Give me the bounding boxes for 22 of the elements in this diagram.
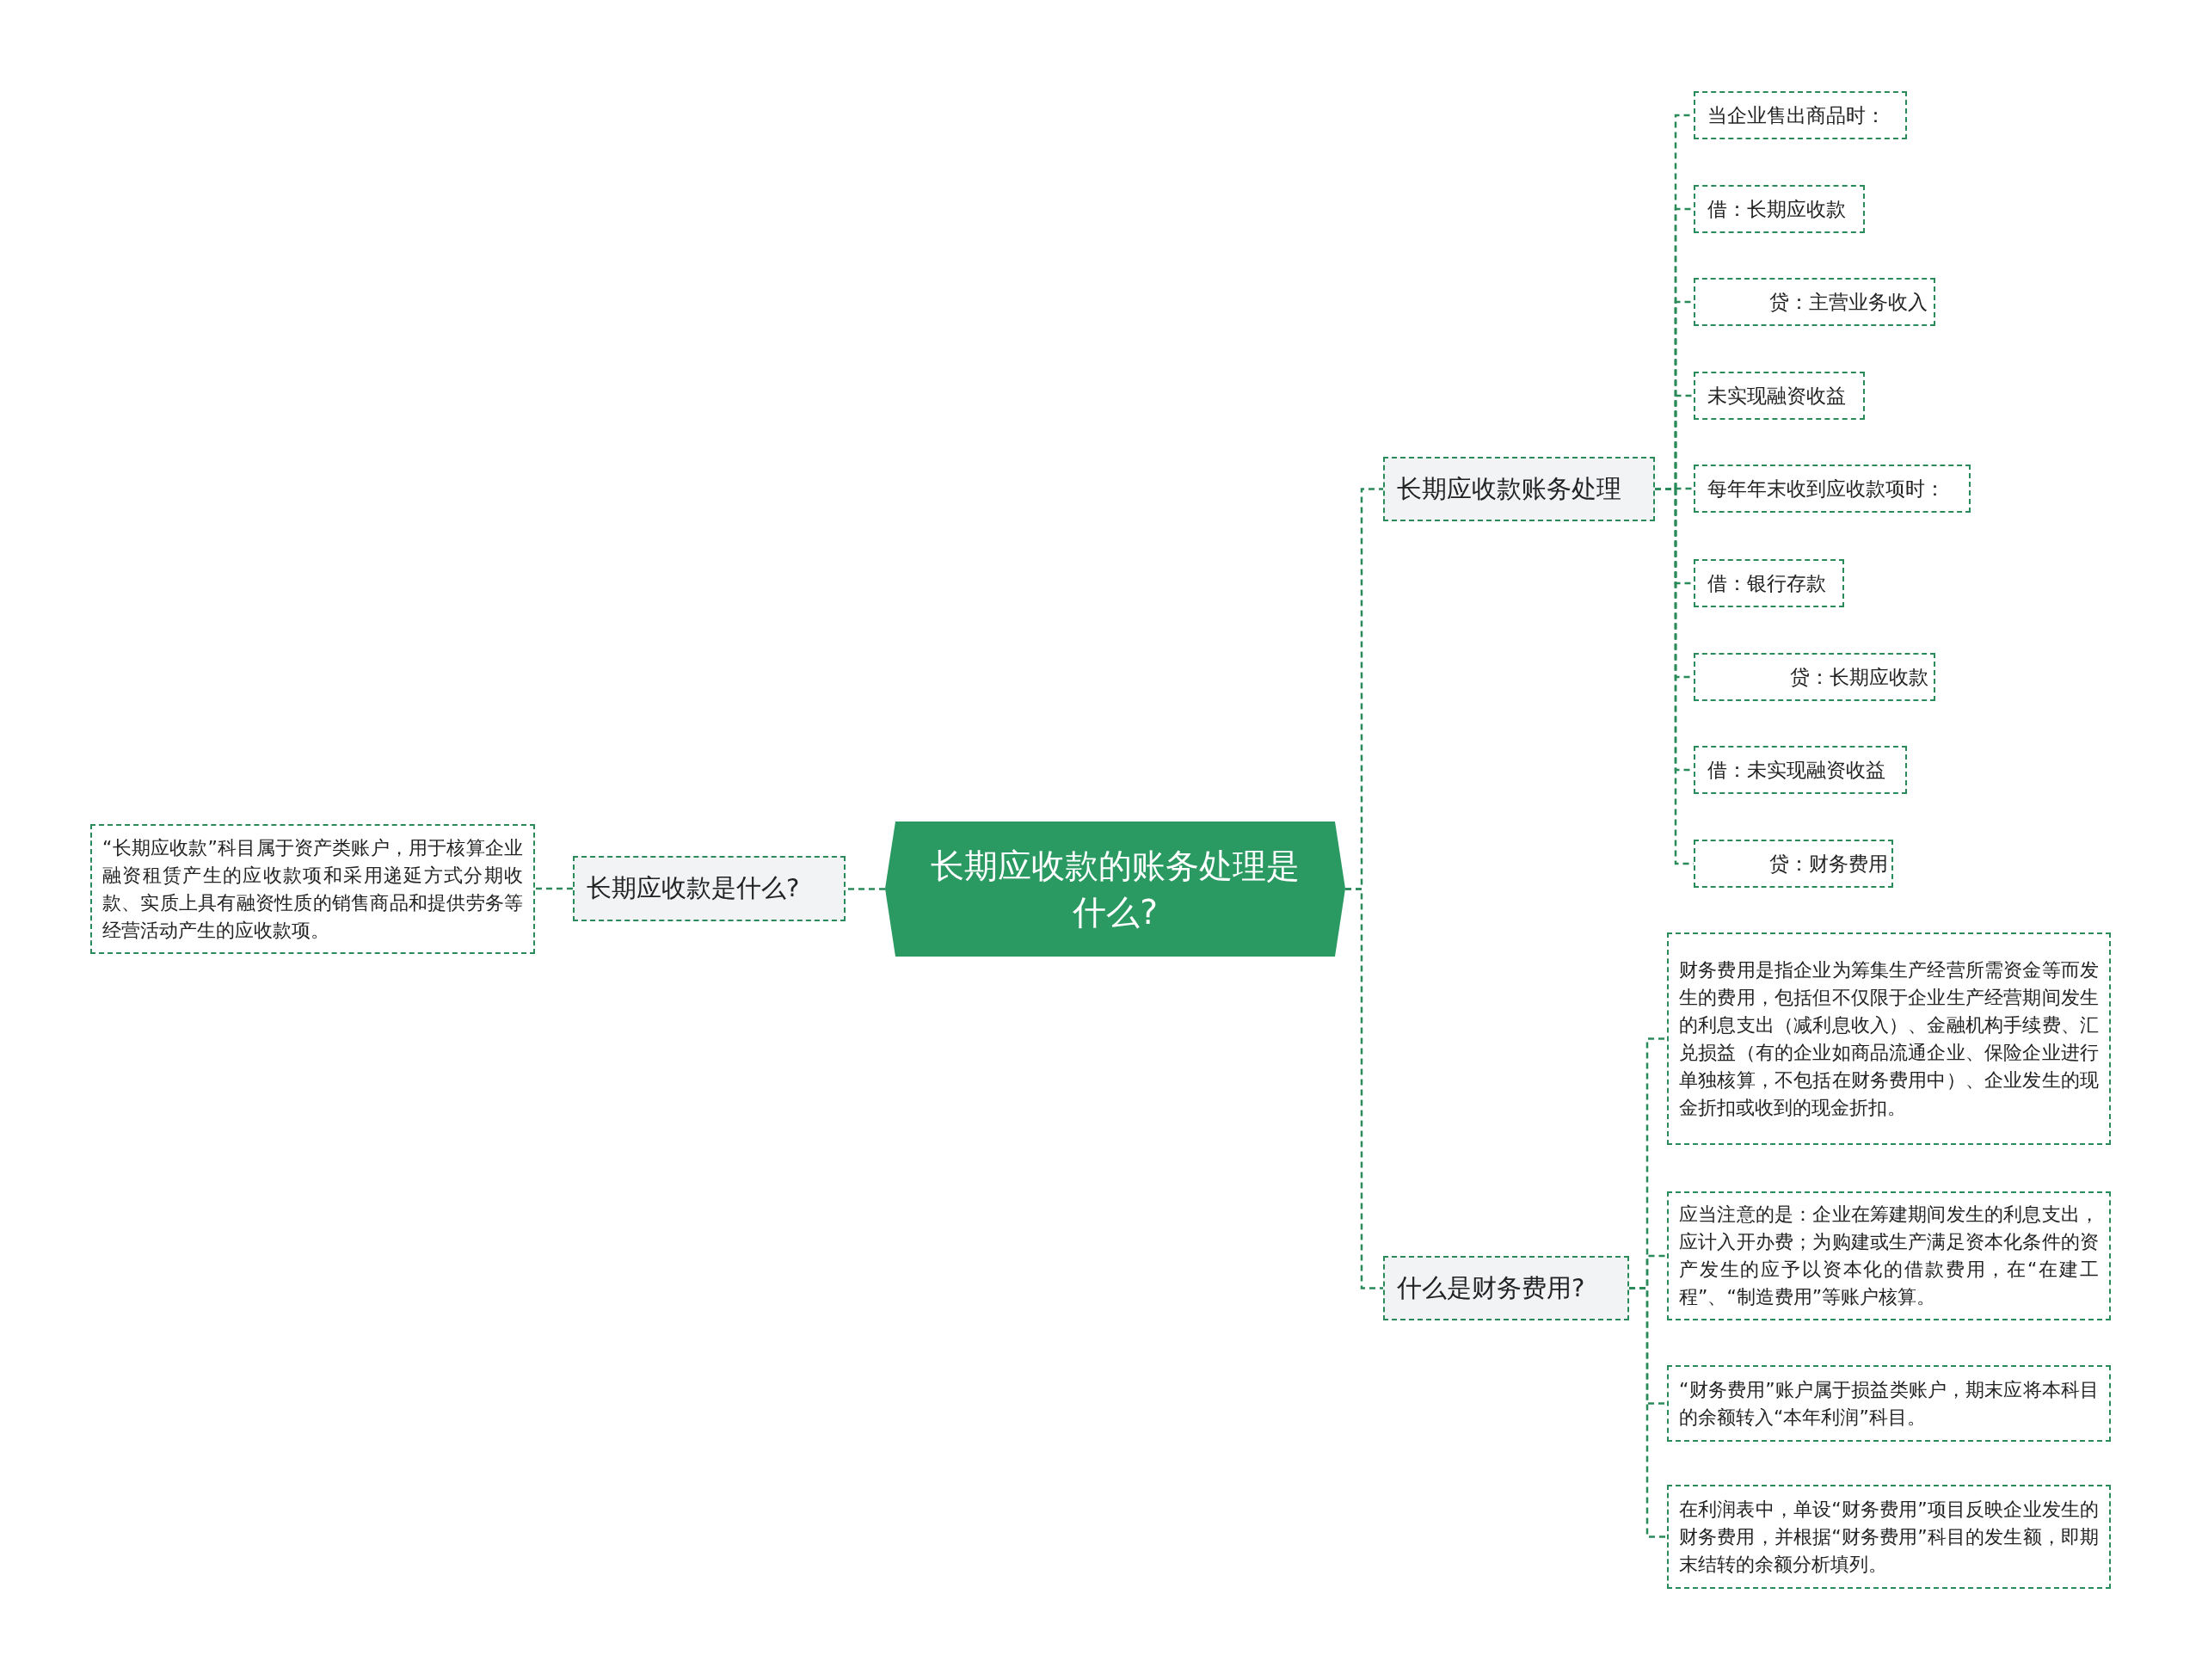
topic-box: 长期应收款是什么? <box>573 856 846 921</box>
text-box: 借：未实现融资收益 <box>1694 746 1907 794</box>
text-box: 借：长期应收款 <box>1694 185 1865 233</box>
connector <box>535 887 573 890</box>
connector <box>1629 1287 1667 1538</box>
text-box: “长期应收款”科目属于资产类账户，用于核算企业融资租赁产生的应收款项和采用递延方式分期收款、实质上具有融资性质的销售商品和提供劳务等经营活动产生的应收款项。 <box>90 824 535 954</box>
topic-box: 什么是财务费用? <box>1383 1256 1629 1320</box>
text-box: 贷：长期应收款 <box>1694 653 1935 701</box>
text-box: 贷：财务费用 <box>1694 840 1893 888</box>
connector <box>1345 888 1383 1289</box>
text-box: 每年年末收到应收款项时： <box>1694 465 1971 513</box>
text-box: 应当注意的是：企业在筹建期间发生的利息支出，应计入开办费；为购建或生产满足资本化条件的资产发生的应予以资本化的借款费用，在“在建工程”、“制造费用”等账户核算。 <box>1667 1191 2111 1320</box>
text-box: 贷：主营业务收入 <box>1694 278 1935 326</box>
text-box: 当企业售出商品时： <box>1694 91 1907 139</box>
central-topic: 长期应收款的账务处理是什么? <box>885 822 1345 957</box>
text-box: “财务费用”账户属于损益类账户，期末应将本科目的余额转入“本年利润”科目。 <box>1667 1365 2111 1442</box>
text-box: 在利润表中，单设“财务费用”项目反映企业发生的财务费用，并根据“财务费用”科目的发生额，即期末结转的余额分析填列。 <box>1667 1485 2111 1589</box>
connector <box>846 888 885 890</box>
text-box: 未实现融资收益 <box>1694 372 1865 420</box>
text-box: 财务费用是指企业为筹集生产经营所需资金等而发生的费用，包括但不仅限于企业生产经营期间发生的利息支出（减利息收入）、金融机构手续费、汇兑损益（有的企业如商品流通企业、保险企业进行单独核算，不包括在财务费用中）、企业发生的现金折扣或收到的现金折扣。 <box>1667 932 2111 1145</box>
topic-box: 长期应收款账务处理 <box>1383 457 1655 521</box>
text-box: 借：银行存款 <box>1694 559 1844 607</box>
